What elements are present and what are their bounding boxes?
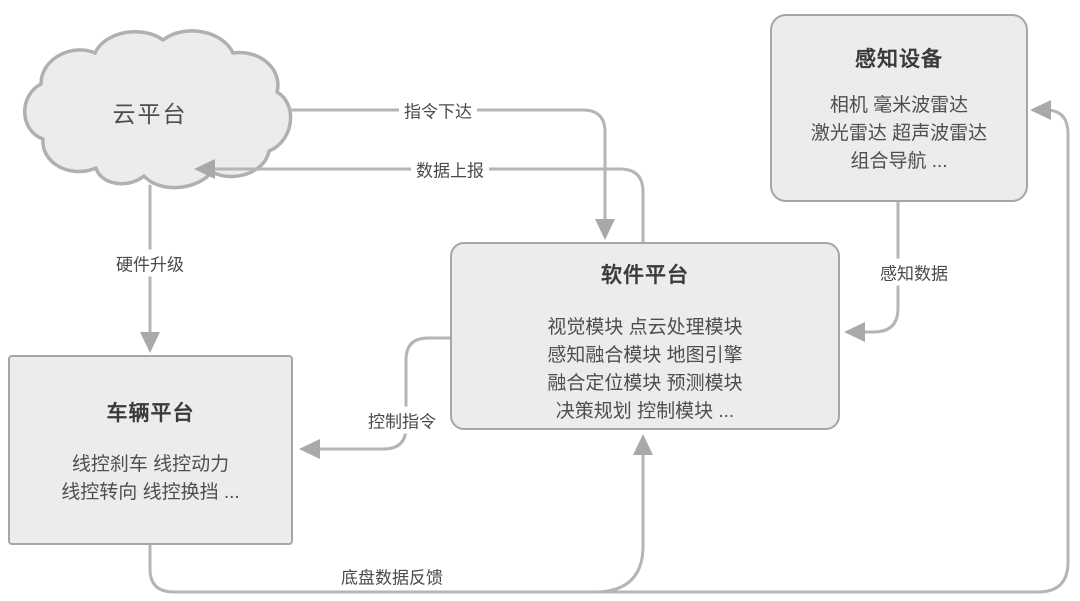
node-perception-title: 感知设备 — [855, 48, 943, 71]
arrowhead-hardware-upgrade — [140, 332, 160, 353]
node-vehicle-line: 线控转向 线控换挡 ... — [61, 482, 240, 503]
node-software-line: 感知融合模块 地图引擎 — [547, 345, 743, 366]
edge-label-control-command: 控制指令 — [363, 406, 441, 434]
arrowhead-chassis-feedback-perception — [1030, 100, 1051, 120]
node-software-line: 视觉模块 点云处理模块 — [547, 317, 743, 338]
edge-label-data-up: 数据上报 — [411, 155, 489, 183]
edge-command-down — [288, 108, 607, 224]
edge-perception-data — [861, 201, 900, 334]
edge-label-chassis-feedback: 底盘数据反馈 — [336, 562, 448, 590]
node-perception-devices: 感知设备 相机 毫米波雷达 激光雷达 超声波雷达 组合导航 ... — [770, 14, 1028, 202]
edge-data-up — [213, 167, 645, 244]
edge-label-perception-data: 感知数据 — [875, 258, 953, 286]
edge-chassis-feedback-branch — [596, 450, 645, 594]
arrowhead-control-command — [299, 439, 320, 459]
arrowhead-command-down — [595, 219, 615, 240]
node-vehicle-line: 线控刹车 线控动力 — [71, 454, 230, 475]
cloud-shape — [23, 29, 293, 190]
arrowhead-perception-data — [844, 322, 865, 342]
node-vehicle-platform: 车辆平台 线控刹车 线控动力 线控转向 线控换挡 ... — [8, 355, 293, 545]
node-perception-line: 相机 毫米波雷达 — [829, 95, 969, 116]
node-software-line: 决策规划 控制模块 ... — [555, 401, 735, 422]
node-vehicle-title: 车辆平台 — [106, 402, 195, 425]
node-software-title: 软件平台 — [601, 264, 689, 287]
node-software-line: 融合定位模块 预测模块 — [547, 373, 743, 394]
node-perception-line: 激光雷达 超声波雷达 — [810, 123, 988, 144]
arrowhead-data-up — [194, 159, 215, 179]
node-perception-line: 组合导航 ... — [850, 151, 948, 172]
edge-label-hardware-upgrade: 硬件升级 — [111, 249, 189, 277]
edge-chassis-feedback — [148, 108, 1070, 594]
edge-label-command-down: 指令下达 — [399, 96, 477, 124]
node-software-platform: 软件平台 视觉模块 点云处理模块 感知融合模块 地图引擎 融合定位模块 预测模块… — [450, 242, 840, 430]
arrowhead-chassis-feedback-software — [633, 434, 653, 455]
node-cloud-title: 云平台 — [112, 101, 188, 127]
edge-control-command — [317, 336, 452, 451]
